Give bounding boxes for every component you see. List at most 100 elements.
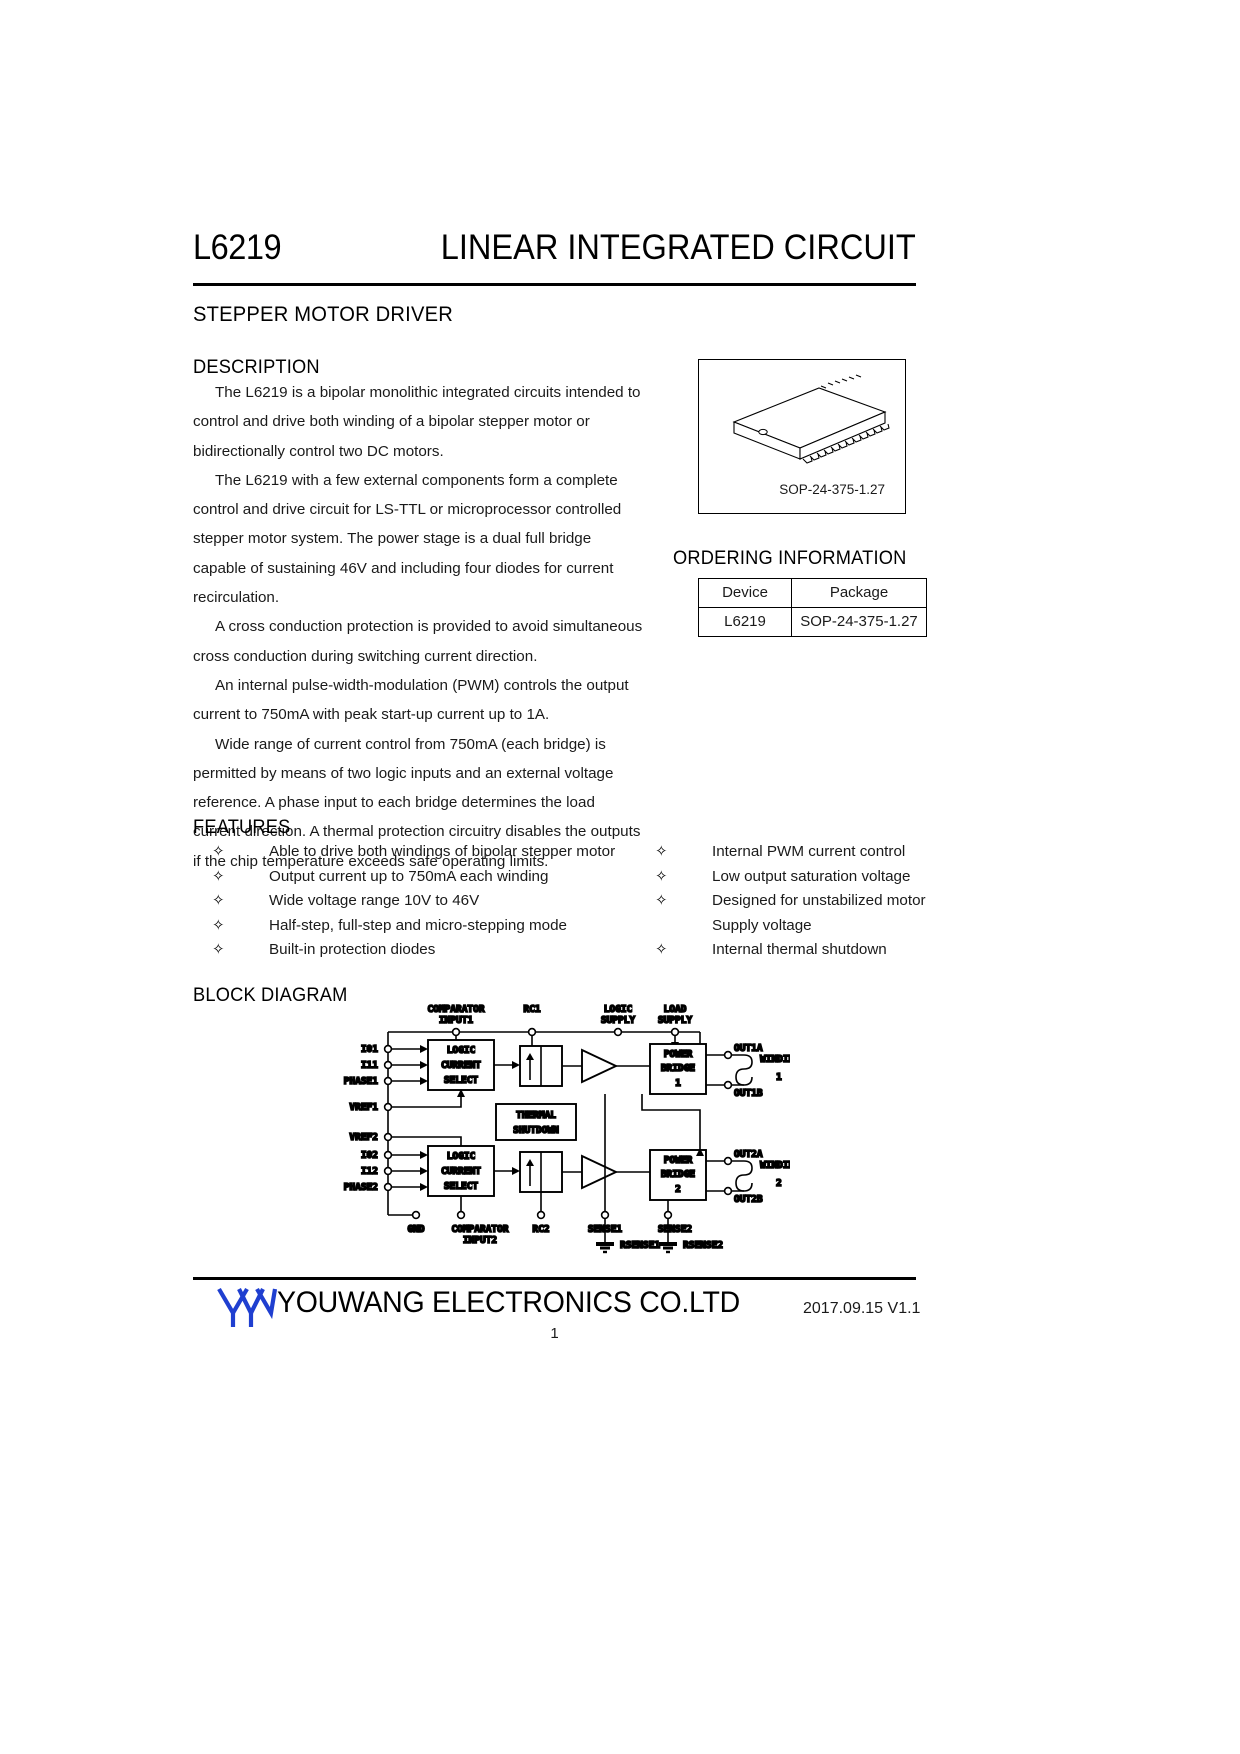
description-body: The L6219 is a bipolar monolithic integr… <box>193 378 642 876</box>
svg-text:INPUT2: INPUT2 <box>463 1235 497 1246</box>
document-version: 2017.09.15 V1.1 <box>803 1300 921 1317</box>
description-line: recirculation. <box>193 589 280 607</box>
pin-rc2: RC2 <box>532 1224 549 1235</box>
svg-text:SHUTDOWN: SHUTDOWN <box>513 1125 559 1136</box>
pin-i01: I01 <box>361 1044 378 1055</box>
pin-out2a: OUT2A <box>734 1149 763 1160</box>
pin-i02: I02 <box>361 1150 378 1161</box>
block-thermal-shutdown: THERMAL <box>516 1110 556 1121</box>
label-comparator-input2: COMPARATOR <box>451 1224 508 1235</box>
diamond-bullet-icon: ✧ <box>212 843 225 860</box>
package-caption: SOP-24-375-1.27 <box>779 482 885 497</box>
description-line: reference. A phase input to each bridge … <box>193 794 595 812</box>
svg-text:CURRENT: CURRENT <box>441 1166 481 1177</box>
pin-sense2: SENSE2 <box>658 1224 692 1235</box>
label-rsense2: RSENSE2 <box>683 1240 723 1251</box>
features-list-left: ✧ Able to drive both windings of bipolar… <box>212 840 615 963</box>
description-line: The L6219 is a bipolar monolithic integr… <box>215 384 641 401</box>
list-item: ✧ Internal thermal shutdown <box>655 938 945 963</box>
document-subtitle: STEPPER MOTOR DRIVER <box>193 303 453 326</box>
svg-text:SUPPLY: SUPPLY <box>601 1015 636 1026</box>
description-line: if the chip temperature exceeds safe ope… <box>193 852 549 870</box>
svg-text:2: 2 <box>675 1184 681 1195</box>
table-header-row: Device Package <box>698 578 927 608</box>
description-line: control and drive circuit for LS-TTL or … <box>193 501 622 519</box>
svg-text:INPUT1: INPUT1 <box>439 1015 474 1026</box>
feature-text: Half-step, full-step and micro-stepping … <box>269 916 567 934</box>
block-diagram-heading: BLOCK DIAGRAM <box>193 985 348 1006</box>
block-logic-current-select-1: LOGIC <box>447 1045 476 1056</box>
diamond-bullet-icon: ✧ <box>655 867 668 885</box>
feature-text: Internal thermal shutdown <box>712 941 887 959</box>
cell-package: SOP-24-375-1.27 <box>791 607 927 637</box>
cell-device: L6219 <box>698 607 792 637</box>
pin-out2b: OUT2B <box>734 1194 763 1205</box>
description-line: permitted by means of two logic inputs a… <box>193 764 614 782</box>
description-heading: DESCRIPTION <box>193 357 320 378</box>
label-rc1: RC1 <box>523 1004 540 1015</box>
block-logic-current-select-2: LOGIC <box>447 1151 476 1162</box>
column-header-package: Package <box>791 578 927 608</box>
document-header: L6219 LINEAR INTEGRATED CIRCUIT <box>193 228 916 280</box>
description-paragraph: A cross conduction protection is provide… <box>193 612 642 671</box>
sop-package-drawing <box>732 374 890 464</box>
list-item: ✧ Internal PWM current control <box>655 840 945 865</box>
header-divider <box>193 283 916 286</box>
description-line: bidirectionally control two DC motors. <box>193 442 444 460</box>
company-name: YOUWANG ELECTRONICS CO.LTD <box>277 1286 740 1319</box>
label-load-supply: LOAD <box>664 1004 687 1015</box>
ordering-information-heading: ORDERING INFORMATION <box>673 548 907 569</box>
column-header-device: Device <box>698 578 792 608</box>
feature-text: Low output saturation voltage <box>712 867 911 885</box>
list-item: ✧ Half-step, full-step and micro-steppin… <box>212 914 612 939</box>
list-item: ✧ Able to drive both windings of bipolar… <box>212 840 615 865</box>
ordering-information-table: Device Package L6219 SOP-24-375-1.27 <box>698 578 927 637</box>
svg-text:BRIDGE: BRIDGE <box>661 1063 696 1074</box>
feature-text: Wide voltage range 10V to 46V <box>269 892 480 910</box>
description-line: current to 750mA with peak start-up curr… <box>193 706 550 724</box>
feature-text: Built-in protection diodes <box>269 941 436 959</box>
features-heading: FEATURES <box>193 817 291 838</box>
part-number: L6219 <box>193 228 282 267</box>
feature-text: Designed for unstabilized motor <box>712 892 926 910</box>
description-line: current direction. A thermal protection … <box>193 823 641 841</box>
list-item: ✧ Low output saturation voltage <box>655 865 945 890</box>
description-paragraph: The L6219 is a bipolar monolithic integr… <box>193 378 641 466</box>
pin-phase2: PHASE2 <box>344 1182 378 1193</box>
label-logic-supply: LOGIC <box>604 1004 633 1015</box>
package-illustration-box: SOP-24-375-1.27 <box>698 359 906 514</box>
description-paragraph: An internal pulse-width-modulation (PWM)… <box>193 671 629 730</box>
label-winding-2: WINDING <box>760 1160 790 1171</box>
pin-i11: I11 <box>361 1060 378 1071</box>
description-line: Wide range of current control from 750mA… <box>215 735 606 753</box>
pin-vref2: VREF2 <box>349 1132 378 1143</box>
list-item: ✧ Wide voltage range 10V to 46V <box>212 889 612 914</box>
feature-text: Internal PWM current control <box>712 843 906 860</box>
list-item: ✧ Designed for unstabilized motor <box>655 889 945 914</box>
description-paragraph: Wide range of current control from 750mA… <box>193 730 641 876</box>
diamond-bullet-icon: ✧ <box>655 892 668 910</box>
label-comparator-input1: COMPARATOR <box>427 1004 484 1015</box>
pin-gnd: GND <box>407 1224 424 1235</box>
footer-divider <box>193 1277 916 1280</box>
page-number: 1 <box>550 1325 559 1342</box>
pin-i12: I12 <box>361 1166 378 1177</box>
svg-text:SUPPLY: SUPPLY <box>658 1015 693 1026</box>
svg-text:SELECT: SELECT <box>444 1181 479 1192</box>
diamond-bullet-icon: ✧ <box>212 941 225 959</box>
pin-out1a: OUT1A <box>734 1043 763 1054</box>
label-winding-2-num: 2 <box>776 1178 782 1189</box>
svg-text:BRIDGE: BRIDGE <box>661 1169 696 1180</box>
pin-phase1: PHASE1 <box>344 1076 379 1087</box>
feature-text-continuation: Supply voltage <box>712 916 812 934</box>
label-winding-1-num: 1 <box>776 1072 782 1083</box>
label-rsense1: RSENSE1 <box>620 1240 660 1251</box>
youwang-logo-icon <box>217 1287 278 1327</box>
pin-vref1: VREF1 <box>349 1102 378 1113</box>
svg-text:1: 1 <box>675 1078 681 1089</box>
pin-out1b: OUT1B <box>734 1088 763 1099</box>
svg-text:CURRENT: CURRENT <box>441 1060 481 1071</box>
block-diagram: COMPARATOR INPUT1 RC1 LOGIC SUPPLY LOAD … <box>343 1003 790 1254</box>
description-line: capable of sustaining 46V and including … <box>193 559 614 577</box>
